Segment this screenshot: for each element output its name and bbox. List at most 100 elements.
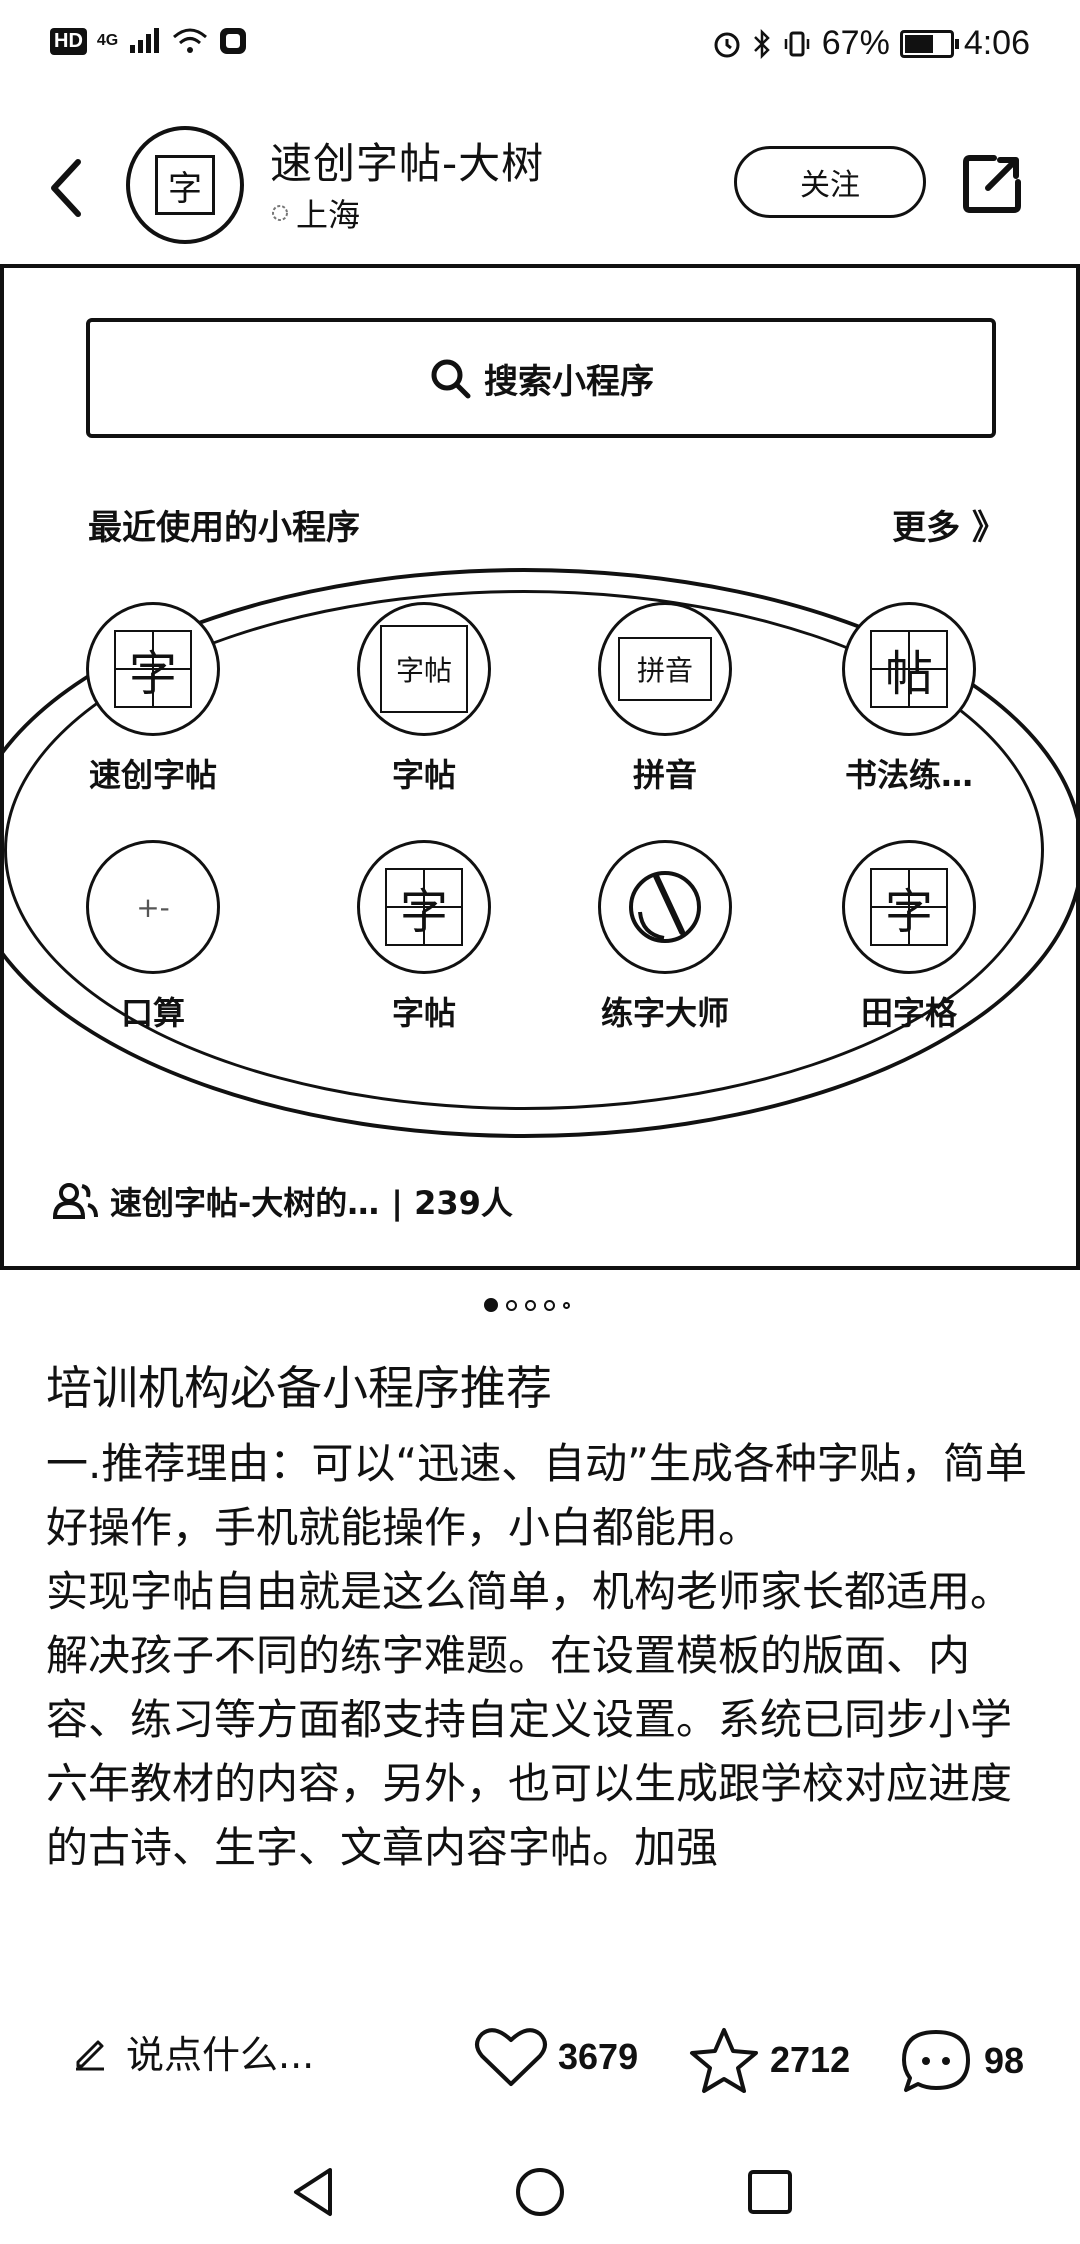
nav-home-button[interactable] bbox=[512, 2164, 568, 2220]
star-icon bbox=[690, 2028, 758, 2093]
pencil-icon bbox=[76, 2040, 104, 2070]
app-glyph: 字 bbox=[385, 868, 463, 946]
location-label: 上海 bbox=[296, 196, 361, 234]
favorite-button[interactable]: 2712 bbox=[688, 2026, 850, 2094]
pager-dot-active[interactable] bbox=[484, 1298, 498, 1312]
app-glyph: +- bbox=[136, 890, 170, 924]
calligraphy-brush-icon bbox=[629, 871, 701, 943]
app-tile[interactable]: 练字大师 bbox=[580, 840, 750, 1034]
search-icon bbox=[431, 359, 471, 399]
share-button[interactable] bbox=[960, 152, 1024, 216]
avatar[interactable]: 字 bbox=[126, 126, 244, 244]
status-bar: HD 4G 67% 4:06 bbox=[0, 0, 1080, 98]
more-link[interactable]: 更多 》 bbox=[892, 508, 1006, 548]
network-badge: 4G bbox=[96, 32, 119, 49]
app-tile[interactable]: 帖 书法练… bbox=[824, 602, 994, 796]
article-body: 一.推荐理由：可以“迅速、自动”生成各种字贴，简单好操作，手机就能操作，小白都能… bbox=[46, 1432, 1036, 1880]
search-placeholder: 搜索小程序 bbox=[484, 361, 654, 402]
app-icon: 字 bbox=[357, 840, 491, 974]
app-label: 口算 bbox=[120, 994, 185, 1032]
battery-icon bbox=[899, 29, 959, 58]
like-button[interactable]: 3679 bbox=[474, 2026, 638, 2088]
nav-back-button[interactable] bbox=[286, 2164, 342, 2220]
pager-dot[interactable] bbox=[563, 1301, 570, 1309]
app-tile[interactable]: 字 速创字帖 bbox=[68, 602, 238, 796]
pager-dot[interactable] bbox=[544, 1299, 555, 1311]
signal-icon bbox=[130, 28, 160, 53]
app-glyph: 帖 bbox=[870, 630, 948, 708]
app-tile[interactable]: 字 字帖 bbox=[339, 840, 509, 1034]
engagement-bar: 说点什么... 3679 2712 98 bbox=[0, 2012, 1080, 2102]
post-image-carousel[interactable]: 搜索小程序 最近使用的小程序 更多 》 字 速创字帖 字帖 字帖 拼音 拼音 帖… bbox=[0, 264, 1080, 1270]
triangle-back-icon bbox=[294, 2168, 332, 2216]
alarm-icon bbox=[714, 32, 740, 57]
app-label: 书法练… bbox=[844, 756, 973, 794]
app-label: 练字大师 bbox=[600, 994, 729, 1032]
post-header: 字 速创字帖-大树 上海 关注 bbox=[0, 110, 1080, 260]
recent-miniprograms-title: 最近使用的小程序 bbox=[88, 508, 360, 548]
app-label: 字帖 bbox=[391, 756, 456, 794]
system-nav-bar bbox=[0, 2140, 1080, 2244]
highlight-oval bbox=[4, 568, 1076, 1138]
app-label: 田字格 bbox=[860, 994, 957, 1032]
app-glyph: 字 bbox=[114, 630, 192, 708]
carousel-pager bbox=[484, 1298, 570, 1312]
pager-dot[interactable] bbox=[525, 1299, 536, 1311]
app-label: 字帖 bbox=[391, 994, 456, 1032]
nav-recents-button[interactable] bbox=[742, 2164, 798, 2220]
comment-placeholder: 说点什么... bbox=[126, 2033, 315, 2077]
avatar-glyph: 字 bbox=[155, 155, 215, 215]
battery-percent: 67% bbox=[821, 24, 890, 62]
group-name: 速创字帖-大树的… bbox=[110, 1184, 380, 1222]
notification-icon bbox=[220, 28, 247, 54]
app-icon: 字 bbox=[842, 840, 976, 974]
chat-bubble-icon bbox=[902, 2030, 970, 2092]
highlight-oval-inner bbox=[4, 590, 1044, 1110]
account-name[interactable]: 速创字帖-大树 bbox=[270, 139, 545, 188]
app-glyph: 字帖 bbox=[380, 625, 468, 713]
app-glyph: 拼音 bbox=[618, 637, 712, 701]
comment-input[interactable]: 说点什么... bbox=[70, 2024, 314, 2079]
app-icon: 字帖 bbox=[357, 602, 491, 736]
square-recents-icon bbox=[748, 2170, 792, 2214]
follow-button[interactable]: 关注 bbox=[734, 146, 926, 218]
app-label: 拼音 bbox=[632, 756, 697, 794]
pager-dot[interactable] bbox=[506, 1299, 517, 1311]
article-paragraph: 一.推荐理由：可以“迅速、自动”生成各种字贴，简单好操作，手机就能操作，小白都能… bbox=[46, 1439, 1027, 1552]
app-tile[interactable]: 字 田字格 bbox=[824, 840, 994, 1034]
like-count: 3679 bbox=[558, 2036, 639, 2077]
wifi-icon bbox=[173, 28, 208, 53]
clock: 4:06 bbox=[963, 24, 1030, 62]
status-left: HD 4G bbox=[50, 26, 248, 56]
favorite-count: 2712 bbox=[770, 2039, 851, 2080]
app-glyph: 字 bbox=[870, 868, 948, 946]
heart-icon bbox=[475, 2028, 547, 2086]
app-label: 速创字帖 bbox=[88, 756, 217, 794]
group-info[interactable]: 速创字帖-大树的… | 239人 bbox=[52, 1178, 513, 1224]
vibrate-icon bbox=[784, 31, 809, 56]
app-tile[interactable]: +- 口算 bbox=[68, 840, 238, 1034]
circle-home-icon bbox=[516, 2168, 564, 2216]
group-count: | 239人 bbox=[391, 1184, 513, 1222]
app-icon: 字 bbox=[86, 602, 220, 736]
account-location: 上海 bbox=[270, 190, 360, 236]
app-icon bbox=[598, 840, 732, 974]
location-icon bbox=[272, 205, 288, 221]
status-right: 67% 4:06 bbox=[712, 24, 1030, 63]
comment-count: 98 bbox=[984, 2040, 1025, 2081]
article-title: 培训机构必备小程序推荐 bbox=[46, 1361, 552, 1415]
app-icon: 拼音 bbox=[598, 602, 732, 736]
app-tile[interactable]: 拼音 拼音 bbox=[580, 602, 750, 796]
group-icon bbox=[52, 1183, 98, 1219]
app-icon: +- bbox=[86, 840, 220, 974]
app-icon: 帖 bbox=[842, 602, 976, 736]
miniprogram-search-box[interactable]: 搜索小程序 bbox=[86, 318, 996, 438]
share-icon bbox=[963, 155, 1021, 213]
comments-button[interactable]: 98 bbox=[898, 2026, 1024, 2096]
bluetooth-icon bbox=[753, 28, 770, 59]
back-button[interactable] bbox=[36, 148, 96, 228]
chevron-left-icon bbox=[51, 159, 81, 217]
article-paragraph: 实现字帖自由就是这么简单，机构老师家长都适用。 bbox=[46, 1567, 1013, 1616]
app-tile[interactable]: 字帖 字帖 bbox=[339, 602, 509, 796]
article-paragraph: 解决孩子不同的练字难题。在设置模板的版面、内容、练习等方面都支持自定义设置。系统… bbox=[46, 1631, 1013, 1872]
